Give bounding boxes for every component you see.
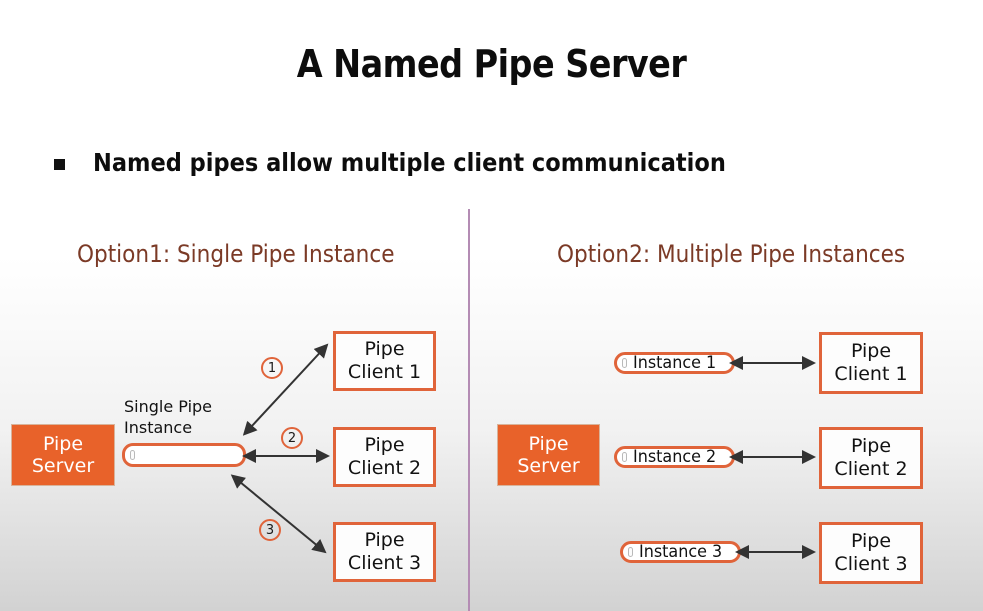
- option2-pipe-client-1-box: Pipe Client 1: [819, 332, 923, 394]
- square-bullet-icon: [54, 159, 65, 170]
- option1-server-line2: Server: [31, 455, 95, 477]
- option1-pipe-client-1-box: Pipe Client 1: [333, 331, 436, 391]
- pipe-end-cap-icon: [622, 452, 627, 462]
- option1-client1-line2: Client 1: [347, 361, 422, 383]
- option1-heading: Option1: Single Pipe Instance: [77, 240, 395, 268]
- connection-number-1: 1: [261, 357, 283, 379]
- option1-client2-line1: Pipe: [364, 434, 405, 457]
- option1-client3-line2: Client 3: [347, 552, 422, 574]
- option1-pipe-server-box: Pipe Server: [11, 424, 115, 486]
- arrow-connection-1: [242, 343, 329, 436]
- single-pipe-caption-line1: Single Pipe: [124, 397, 213, 416]
- option1-pipe-client-3-box: Pipe Client 3: [333, 522, 436, 582]
- instance-2-pipe: Instance 2: [614, 446, 735, 468]
- instance-3-label: Instance 3: [639, 542, 723, 562]
- option2-client1-line2: Client 1: [834, 363, 908, 385]
- vertical-divider: [468, 209, 470, 611]
- option2-client1-line1: Pipe: [850, 340, 892, 363]
- arrow-connection-3: [230, 474, 327, 554]
- option2-server-line2: Server: [517, 455, 580, 477]
- option2-pipe-client-3-box: Pipe Client 3: [819, 522, 923, 584]
- option2-server-line1: Pipe: [528, 432, 569, 455]
- option2-pipe-client-2-box: Pipe Client 2: [819, 427, 923, 489]
- option1-server-line1: Pipe: [42, 432, 84, 455]
- page-title: A Named Pipe Server: [296, 42, 687, 86]
- option2-client2-line2: Client 2: [834, 458, 908, 480]
- single-pipe-instance-shape: [122, 443, 246, 467]
- pipe-end-cap-icon: [628, 547, 633, 557]
- instance-1-pipe: Instance 1: [614, 352, 735, 374]
- connection-number-3: 3: [259, 519, 281, 541]
- instance-3-pipe: Instance 3: [620, 541, 741, 563]
- pipe-end-cap-icon: [130, 449, 135, 461]
- option2-client3-line1: Pipe: [850, 530, 892, 553]
- option1-client3-line1: Pipe: [364, 529, 405, 552]
- single-pipe-caption-line2: Instance: [124, 418, 193, 438]
- connection-number-2: 2: [281, 427, 303, 449]
- option2-client2-line1: Pipe: [850, 435, 892, 458]
- option1-pipe-client-2-box: Pipe Client 2: [333, 427, 436, 487]
- single-pipe-instance-caption: Single Pipe Instance: [124, 396, 234, 438]
- bullet-text: Named pipes allow multiple client commun…: [93, 148, 726, 177]
- option1-client2-line2: Client 2: [347, 457, 422, 479]
- option2-client3-line2: Client 3: [834, 553, 908, 575]
- instance-1-label: Instance 1: [633, 353, 717, 373]
- option2-pipe-server-box: Pipe Server: [497, 424, 600, 486]
- instance-2-label: Instance 2: [633, 447, 717, 467]
- option1-client1-line1: Pipe: [364, 338, 405, 361]
- option2-heading: Option2: Multiple Pipe Instances: [557, 240, 906, 268]
- pipe-end-cap-icon: [622, 358, 627, 368]
- bullet-row: Named pipes allow multiple client commun…: [54, 148, 796, 177]
